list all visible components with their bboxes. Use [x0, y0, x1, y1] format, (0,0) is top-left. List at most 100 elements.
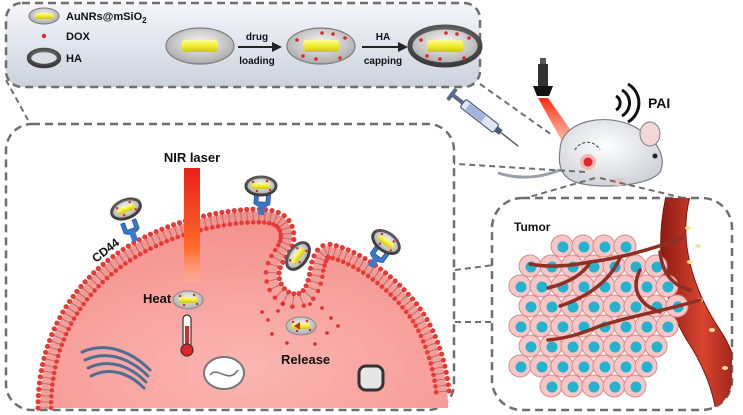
tumor-cell: [592, 354, 616, 378]
membrane-lipid: [420, 333, 438, 344]
membrane-lipid: [153, 229, 164, 246]
membrane-lipid: [38, 368, 57, 376]
dox-dot: [288, 259, 292, 262]
tumor-cell: [581, 254, 605, 278]
dox-dot: [308, 302, 312, 306]
dox-dot: [462, 56, 466, 60]
membrane-lipid: [277, 223, 295, 233]
dox-dot: [122, 213, 126, 217]
tumor-cell: [35, 206, 452, 411]
membrane-lipid: [300, 287, 316, 302]
capillaries: [528, 236, 702, 342]
membrane-lipid: [350, 252, 363, 270]
tumor-cell: [623, 254, 647, 278]
tumor-nucleus: [641, 361, 653, 373]
dox-dot: [329, 316, 333, 320]
tumor-nucleus: [620, 281, 632, 293]
dox-dot: [331, 32, 335, 36]
membrane-lipid: [86, 274, 101, 289]
tumor-nucleus: [567, 381, 579, 393]
membrane-lipid: [410, 311, 427, 324]
tumor-nucleus: [651, 261, 663, 273]
membrane-lipid: [396, 291, 411, 306]
tumor-nucleus: [588, 261, 600, 273]
dox-dot: [389, 249, 393, 252]
membrane-lipid: [237, 207, 244, 226]
membrane-lipid: [110, 253, 123, 270]
dox-dot: [195, 302, 199, 306]
tumor-cell: [508, 274, 532, 298]
nanoparticle-bound: [244, 175, 278, 197]
tumor-nucleus: [546, 381, 558, 393]
callout-line: [5, 79, 29, 121]
tumor-cell: [539, 294, 563, 318]
tumor-cell: [518, 334, 542, 358]
membrane-lipid: [306, 271, 325, 280]
membrane-lipid: [136, 237, 148, 254]
tumor-nucleus: [620, 321, 632, 333]
synthesis-panel-border: [4, 1, 482, 89]
dox-dot: [308, 328, 312, 332]
synthesis-panel: [4, 1, 553, 136]
drug-loaded-particle: [286, 27, 356, 65]
legend-ha-label: HA: [66, 53, 82, 65]
membrane-lipid: [142, 234, 153, 251]
tumor-nucleus: [536, 321, 548, 333]
membrane-lipid: [74, 288, 90, 302]
membrane-lipid: [147, 231, 159, 249]
dox-dot: [467, 36, 471, 40]
membrane-lipid: [82, 279, 97, 293]
tumor-cell: [644, 334, 668, 358]
dox-dot: [296, 247, 299, 250]
membrane-lipid: [37, 374, 56, 382]
callout-line: [454, 264, 495, 271]
tumor-cell: [518, 294, 542, 318]
dox-dot: [338, 56, 342, 60]
dox-dot: [380, 232, 384, 236]
membrane-lipid: [307, 265, 326, 273]
membrane-lipid: [54, 320, 71, 332]
flashlight-icon: [533, 58, 553, 96]
nanoparticle-endocytosed: [285, 241, 311, 271]
tumor-nucleus: [630, 341, 642, 353]
membrane-lipid: [219, 209, 227, 228]
tumor-nucleus: [651, 341, 663, 353]
membrane-lipid: [95, 265, 110, 281]
membrane-lipid: [416, 322, 433, 334]
membrane-lipid: [35, 392, 54, 399]
membrane-lipid: [296, 290, 307, 308]
membrane-lipid: [125, 243, 138, 260]
membrane-lipid: [57, 314, 74, 327]
membrane-lipid: [91, 270, 106, 285]
vessel-cell: [687, 260, 693, 264]
tumor-cell: [613, 274, 637, 298]
dox-dot: [392, 240, 395, 243]
tumor-cell: [613, 354, 637, 378]
membrane-lipid: [266, 207, 275, 226]
pai-label: PAI: [648, 95, 670, 111]
tumor-cell: [655, 314, 679, 338]
dox-dot: [266, 318, 270, 322]
membrane-lipid: [375, 270, 389, 286]
membrane-lipid: [231, 208, 239, 226]
membrane-lipid: [170, 222, 181, 240]
dox-dot: [305, 249, 308, 253]
tumor-nucleus: [578, 241, 590, 253]
tumor-nucleus: [620, 361, 632, 373]
tumor-cell: [602, 374, 626, 398]
membrane-lipid: [115, 250, 128, 266]
tumor-cell: [592, 234, 616, 258]
dox-dot: [251, 180, 255, 184]
membrane-lipid: [423, 339, 441, 350]
vessel-cell: [695, 244, 701, 248]
membrane-lipid: [370, 266, 384, 282]
membrane-lipid: [36, 386, 55, 393]
tumor-nucleus: [546, 341, 558, 353]
tumor-nucleus: [630, 381, 642, 393]
dox-dot: [438, 57, 442, 61]
tumor-cell: [602, 294, 626, 318]
dox-dot: [313, 342, 317, 346]
membrane-lipid: [60, 309, 77, 321]
dox-dot: [320, 31, 324, 35]
tumor-cell: [634, 314, 658, 338]
